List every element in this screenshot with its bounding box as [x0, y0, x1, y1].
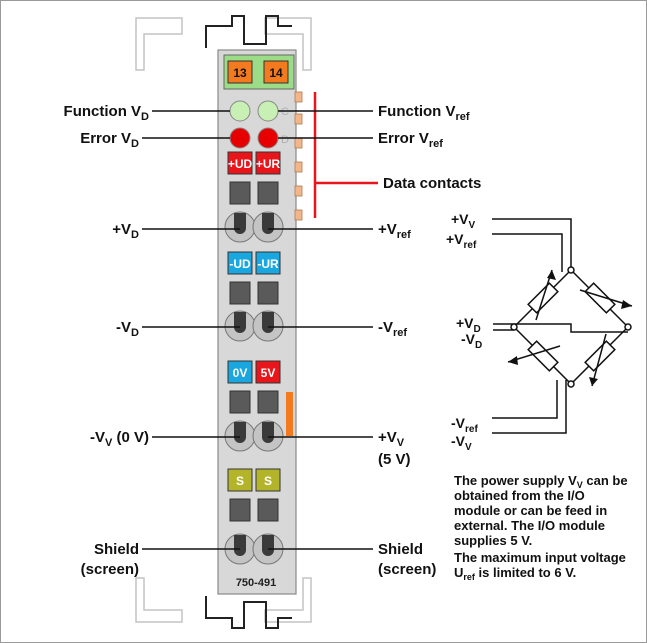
note-line-7: Uref is limited to 6 V. [454, 565, 576, 582]
contact-plus-ur[interactable] [255, 151, 281, 175]
contact-minus-ur[interactable] [255, 251, 281, 275]
leader-lines-right [268, 110, 373, 550]
label-screen-left: (screen) [81, 561, 139, 578]
release-button[interactable] [229, 281, 251, 305]
release-button[interactable] [229, 498, 251, 522]
module-model-number: 750-491 [236, 577, 276, 589]
bridge-nodes [510, 266, 632, 388]
clamp-pair-minus-v[interactable] [224, 310, 284, 342]
module-top-clip [205, 15, 292, 48]
contact-shield-1-label: S [236, 474, 244, 488]
note-line-6: The maximum input voltage [454, 550, 626, 565]
bridge-label-minus-vv: -VV [451, 433, 472, 453]
terminal-14-label: 14 [269, 66, 283, 80]
label-shield-left: Shield [94, 541, 139, 558]
label-data-contacts: Data contacts [383, 175, 481, 192]
contact-shield-2[interactable] [255, 468, 281, 492]
bridge-label-plus-vd: +VD [456, 315, 481, 335]
contact-shield-2-label: S [264, 474, 272, 488]
data-contacts-bracket [313, 92, 378, 218]
led-letter-c: C [281, 106, 289, 118]
label-error-vd: Error VD [80, 130, 139, 150]
release-button[interactable] [229, 390, 251, 414]
contact-0v[interactable] [227, 360, 253, 384]
label-error-vref: Error Vref [378, 130, 443, 150]
note-line-1: The power supply VV can be [454, 473, 628, 490]
terminal-13-label: 13 [233, 66, 247, 80]
label-plus-vv-value: (5 V) [378, 451, 411, 468]
bridge-label-minus-vref: -Vref [451, 415, 478, 435]
release-button[interactable] [229, 181, 251, 205]
label-minus-vv: -VV (0 V) [90, 429, 149, 449]
contact-minus-ud[interactable] [227, 251, 253, 275]
release-button[interactable] [257, 181, 279, 205]
contact-5v-label: 5V [261, 366, 276, 380]
label-minus-vref: -Vref [378, 319, 407, 339]
clamp-pair-vv[interactable] [224, 420, 284, 452]
label-function-vd: Function VD [64, 103, 150, 123]
label-shield-right: Shield [378, 541, 423, 558]
contact-0v-label: 0V [233, 366, 248, 380]
note-line-5: supplies 5 V. [454, 533, 532, 548]
label-plus-vd: +VD [112, 221, 139, 241]
note-line-3: module or can be feed in [454, 503, 607, 518]
contact-plus-ur-label: +UR [256, 157, 281, 171]
label-plus-vv: +VV [378, 429, 405, 449]
contact-plus-ud-label: +UD [228, 157, 253, 171]
contact-plus-ud[interactable] [227, 151, 253, 175]
contact-shield-1[interactable] [227, 468, 253, 492]
label-screen-right: (screen) [378, 561, 436, 578]
module-bottom-clip [205, 596, 292, 629]
terminal-13[interactable] [227, 60, 253, 84]
leader-lines-left [142, 110, 240, 550]
led-letter-d: D [281, 134, 289, 146]
led-error-vd [229, 127, 251, 149]
bridge-resistor-top-left [527, 269, 559, 321]
power-jumper [286, 392, 293, 436]
contact-5v[interactable] [255, 360, 281, 384]
led-function-vd [229, 100, 251, 122]
label-plus-vref: +Vref [378, 221, 411, 241]
bridge-resistor-bottom-left [507, 340, 561, 372]
terminal-14[interactable] [263, 60, 289, 84]
release-button[interactable] [257, 281, 279, 305]
note-line-2: obtained from the I/O [454, 488, 585, 503]
note-line-4: external. The I/O module [454, 518, 605, 533]
release-button[interactable] [257, 498, 279, 522]
bridge-label-minus-vd: -VD [461, 331, 482, 351]
label-minus-vd: -VD [116, 319, 139, 339]
contact-minus-ud-label: -UD [229, 257, 251, 271]
led-error-vref [257, 127, 279, 149]
release-button[interactable] [257, 390, 279, 414]
power-supply-note: The power supply VV can be obtained from… [454, 473, 628, 582]
bridge-label-plus-vv: +VV [451, 211, 476, 231]
bridge-label-plus-vref: +Vref [446, 231, 477, 251]
label-function-vref: Function Vref [378, 103, 470, 123]
bridge-resistor-bottom-right [584, 333, 616, 387]
led-function-vref [257, 100, 279, 122]
bridge-resistor-top-right [579, 282, 633, 314]
contact-minus-ur-label: -UR [257, 257, 279, 271]
clamp-pair-plus-v[interactable] [224, 211, 284, 243]
